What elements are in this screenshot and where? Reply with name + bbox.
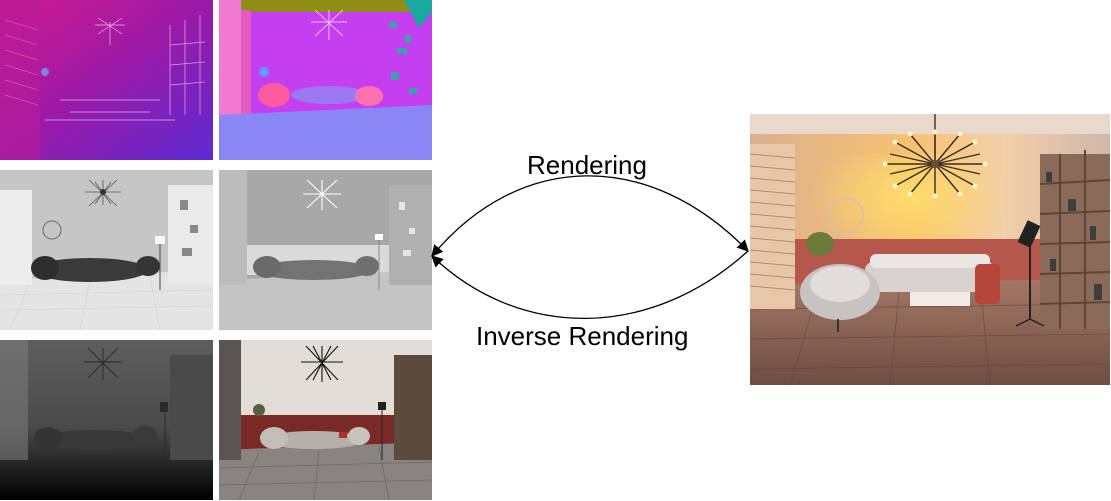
rendering-label: Rendering [527, 150, 647, 180]
roughness-map-image [0, 170, 213, 330]
albedo-map-image [219, 340, 432, 500]
rendered-image [750, 114, 1110, 385]
rendering-arrow [431, 175, 749, 257]
inverse-rendering-label: Inverse Rendering [476, 321, 689, 351]
inverse-rendering-arrow [431, 250, 749, 320]
metallic-map-image [219, 170, 432, 330]
depth-map-image [0, 340, 213, 500]
normal-map-camera-image [219, 0, 432, 160]
normal-map-world-image [0, 0, 213, 160]
